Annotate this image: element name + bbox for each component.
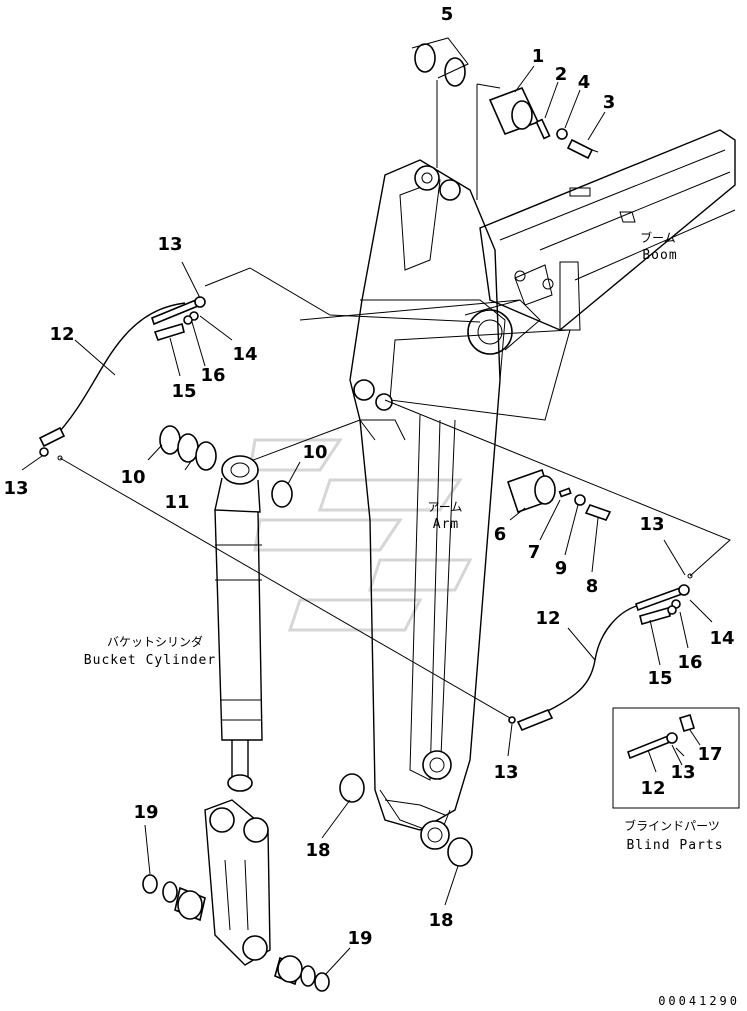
arm-label-en: Arm	[433, 517, 459, 532]
callout-13: 13	[493, 762, 518, 783]
left-hose-assembly	[38, 296, 206, 461]
callout-15: 15	[171, 381, 196, 402]
blind-parts-inset	[612, 707, 740, 809]
callout-9: 9	[555, 558, 568, 579]
callout-16: 16	[200, 365, 225, 386]
bushings	[142, 773, 473, 992]
callout-16: 16	[677, 652, 702, 673]
blind-parts-label-jp: ブラインドパーツ	[624, 818, 720, 833]
callout-7: 7	[528, 542, 541, 563]
arm-label-jp: アーム	[428, 500, 463, 514]
bucket-cylinder	[214, 455, 263, 792]
arm-pin-parts	[506, 468, 612, 521]
callout-12: 12	[535, 608, 560, 629]
callout-6: 6	[494, 524, 507, 545]
right-hose-assembly	[508, 573, 693, 732]
callout-3: 3	[603, 92, 616, 113]
boom-label-en: Boom	[642, 248, 677, 263]
callout-4: 4	[578, 72, 591, 93]
callout-10: 10	[120, 467, 145, 488]
callout-11: 11	[164, 492, 189, 513]
callout-18: 18	[428, 910, 453, 931]
callout-19: 19	[133, 802, 158, 823]
callout-17: 17	[697, 744, 722, 765]
leader-lines	[59, 267, 731, 719]
callout-15: 15	[647, 668, 672, 689]
callout-18: 18	[305, 840, 330, 861]
callout-1: 1	[532, 46, 545, 67]
callout-8: 8	[586, 576, 599, 597]
callout-14: 14	[709, 628, 734, 649]
callout-leaders	[21, 65, 713, 976]
bucket-cylinder-label-jp: バケットシリンダ	[107, 634, 203, 649]
callout-12: 12	[49, 324, 74, 345]
drawing-code: 00041290	[658, 994, 740, 1008]
callout-10: 10	[302, 442, 327, 463]
component-labels: ブーム Boom アーム Arm バケットシリンダ Bucket Cylinde…	[84, 230, 723, 853]
blind-parts-label-en: Blind Parts	[626, 838, 723, 853]
bucket-link	[204, 799, 271, 966]
callout-13: 13	[670, 762, 695, 783]
callout-5: 5	[441, 4, 454, 25]
callout-2: 2	[555, 64, 568, 85]
callout-13: 13	[157, 234, 182, 255]
bucket-cylinder-label-en: Bucket Cylinder	[84, 653, 216, 668]
callout-13: 13	[3, 478, 28, 499]
callout-numbers: 5 1 2 4 3 13 12 14 16 15 10 10 11 13 6 7…	[3, 4, 734, 949]
boom-label-jp: ブーム	[640, 230, 676, 245]
washers-10-11	[159, 425, 293, 508]
callout-19: 19	[347, 928, 372, 949]
callout-12: 12	[640, 778, 665, 799]
arm	[349, 159, 571, 850]
boom	[464, 129, 736, 355]
callout-13: 13	[639, 514, 664, 535]
top-pin-parts	[411, 37, 599, 200]
callout-14: 14	[232, 344, 257, 365]
